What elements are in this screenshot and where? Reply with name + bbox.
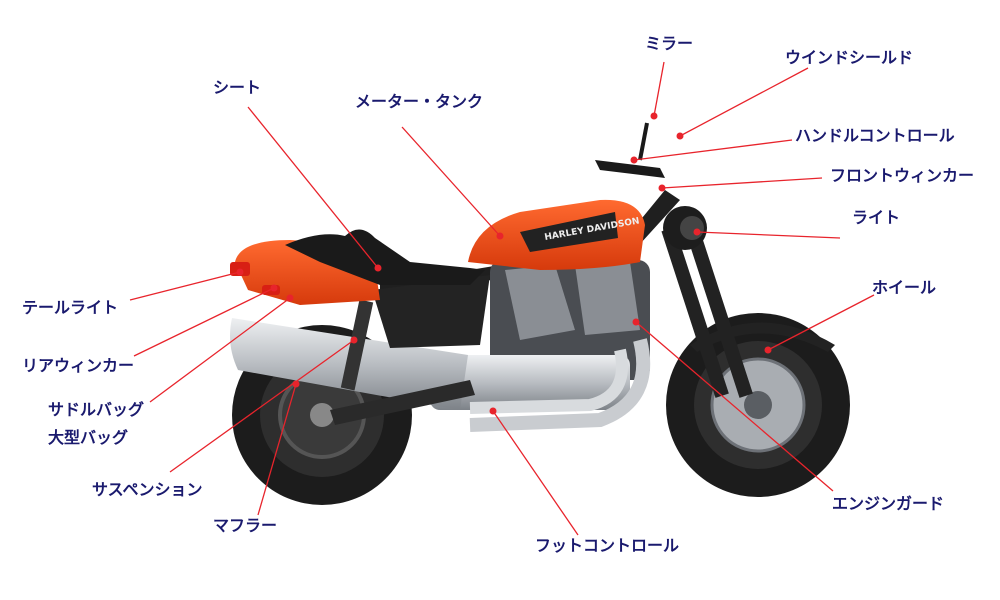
- leader-light: [696, 231, 841, 239]
- leader-seat: [247, 106, 379, 269]
- label-muffler: マフラー: [213, 516, 278, 535]
- leader-foot-control: [492, 410, 579, 536]
- leader-rear-winker: [133, 287, 275, 357]
- leader-muffler: [257, 383, 297, 516]
- label-meter-tank: メーター・タンク: [355, 92, 484, 111]
- label-seat: シート: [213, 78, 262, 97]
- leader-mirror: [653, 61, 665, 117]
- swingarm: [330, 380, 475, 425]
- leader-handle-control: [633, 139, 793, 161]
- fuel-tank: HARLEY DAVIDSON: [468, 199, 645, 270]
- dot-seat: [374, 264, 382, 272]
- rear-shock: [340, 299, 374, 391]
- label-light: ライト: [852, 208, 901, 227]
- leader-windshield: [679, 67, 809, 137]
- dot-light: [693, 228, 701, 236]
- dot-saddle-bag: [286, 294, 294, 302]
- leader-front-winker: [661, 177, 823, 189]
- dot-rear-winker: [270, 284, 278, 292]
- dot-foot-control: [489, 407, 497, 415]
- dot-muffler: [292, 380, 300, 388]
- exhaust-pipes: [469, 338, 651, 432]
- dot-suspension: [350, 336, 358, 344]
- label-saddle-bag: サドルバッグ: [48, 400, 145, 419]
- leader-suspension: [169, 339, 355, 473]
- label-front-winker: フロントウィンカー: [830, 166, 975, 185]
- dot-wheel: [764, 346, 772, 354]
- label-mirror: ミラー: [645, 34, 694, 53]
- mirror-stem: [638, 122, 649, 161]
- label-suspension: サスペンション: [92, 480, 203, 499]
- label-handle-control: ハンドルコントロール: [795, 126, 955, 145]
- handlebar: [595, 160, 665, 178]
- side-panel: [372, 275, 490, 348]
- dot-mirror: [650, 112, 658, 120]
- label-large-bag: 大型バッグ: [48, 428, 129, 447]
- leader-saddle-bag: [149, 297, 291, 403]
- leader-lines: [129, 61, 875, 536]
- dot-meter-tank: [496, 232, 504, 240]
- dot-handle-control: [630, 156, 638, 164]
- dot-front-winker: [658, 184, 666, 192]
- leader-wheel: [767, 294, 875, 351]
- dot-windshield: [676, 132, 684, 140]
- label-wheel: ホイール: [872, 278, 937, 297]
- seat-shape: [285, 229, 485, 285]
- label-tail-light: テールライト: [22, 298, 119, 317]
- front-fork: [661, 227, 753, 398]
- leader-engine-guard: [635, 321, 834, 492]
- anchor-dots: [236, 112, 772, 415]
- headlight-assembly: [663, 206, 707, 250]
- leader-meter-tank: [401, 126, 501, 237]
- dot-engine-guard: [632, 318, 640, 326]
- label-rear-winker: リアウィンカー: [22, 356, 135, 375]
- dot-tail-light: [236, 268, 244, 276]
- label-foot-control: フットコントロール: [535, 536, 680, 555]
- engine: [430, 260, 650, 410]
- leader-tail-light: [129, 271, 241, 301]
- label-windshield: ウインドシールド: [785, 48, 914, 67]
- label-engine-guard: エンジンガード: [832, 494, 945, 513]
